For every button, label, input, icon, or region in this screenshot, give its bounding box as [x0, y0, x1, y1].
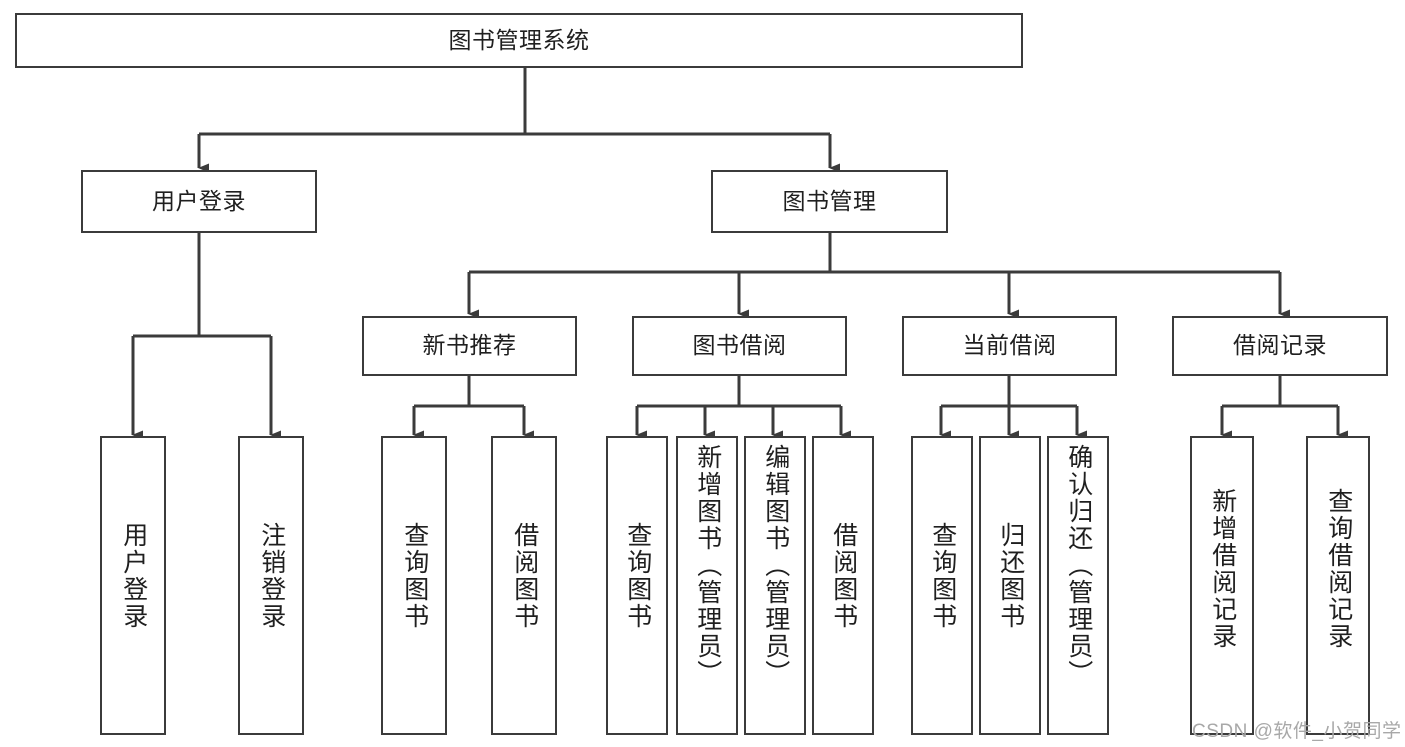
node-root-system[interactable]: 图书管理系统	[15, 13, 1023, 68]
node-label: 借阅记录	[1233, 332, 1327, 359]
node-label: 用户登录	[119, 522, 148, 630]
node-label: 图书管理	[782, 187, 877, 214]
node-label: 编辑图书（管理员）	[761, 444, 790, 687]
leaf-user-login[interactable]: 用户登录	[100, 436, 166, 735]
node-label: 借阅图书	[510, 522, 539, 630]
node-label: 新书推荐	[422, 332, 517, 359]
node-new-book-recommend[interactable]: 新书推荐	[362, 316, 577, 376]
leaf-borrow-book-borrow[interactable]: 借阅图书	[812, 436, 874, 735]
leaf-add-borrow-record[interactable]: 新增借阅记录	[1190, 436, 1254, 735]
node-label: 归还图书	[996, 522, 1025, 630]
node-label: 查询图书	[623, 522, 652, 630]
leaf-borrow-book-recommend[interactable]: 借阅图书	[491, 436, 557, 735]
leaf-edit-book-admin[interactable]: 编辑图书（管理员）	[744, 436, 806, 735]
leaf-confirm-return-admin[interactable]: 确认归还（管理员）	[1047, 436, 1109, 735]
leaf-logout-login[interactable]: 注销登录	[238, 436, 304, 735]
node-label: 确认归还（管理员）	[1064, 444, 1093, 687]
csdn-watermark: CSDN @软件_小贺同学	[1192, 721, 1402, 742]
node-label: 新增图书（管理员）	[693, 444, 722, 687]
node-label: 新增借阅记录	[1208, 488, 1237, 650]
node-book-management[interactable]: 图书管理	[711, 170, 948, 233]
leaf-query-borrow-record[interactable]: 查询借阅记录	[1306, 436, 1370, 735]
node-book-borrow[interactable]: 图书借阅	[632, 316, 847, 376]
leaf-query-book-borrow[interactable]: 查询图书	[606, 436, 668, 735]
node-label: 借阅图书	[829, 522, 858, 630]
node-label: 查询图书	[400, 522, 429, 630]
node-current-borrow[interactable]: 当前借阅	[902, 316, 1117, 376]
leaf-return-book[interactable]: 归还图书	[979, 436, 1041, 735]
node-label: 用户登录	[152, 187, 246, 214]
node-label: 注销登录	[257, 522, 286, 630]
node-label: 图书管理系统	[448, 26, 590, 53]
leaf-query-book-current[interactable]: 查询图书	[911, 436, 973, 735]
node-label: 当前借阅	[962, 332, 1057, 359]
node-label: 图书借阅	[692, 332, 787, 359]
node-borrow-record[interactable]: 借阅记录	[1172, 316, 1388, 376]
node-label: 查询图书	[928, 522, 957, 630]
leaf-add-book-admin[interactable]: 新增图书（管理员）	[676, 436, 738, 735]
node-label: 查询借阅记录	[1324, 488, 1353, 650]
node-user-login[interactable]: 用户登录	[81, 170, 317, 233]
leaf-query-book-recommend[interactable]: 查询图书	[381, 436, 447, 735]
